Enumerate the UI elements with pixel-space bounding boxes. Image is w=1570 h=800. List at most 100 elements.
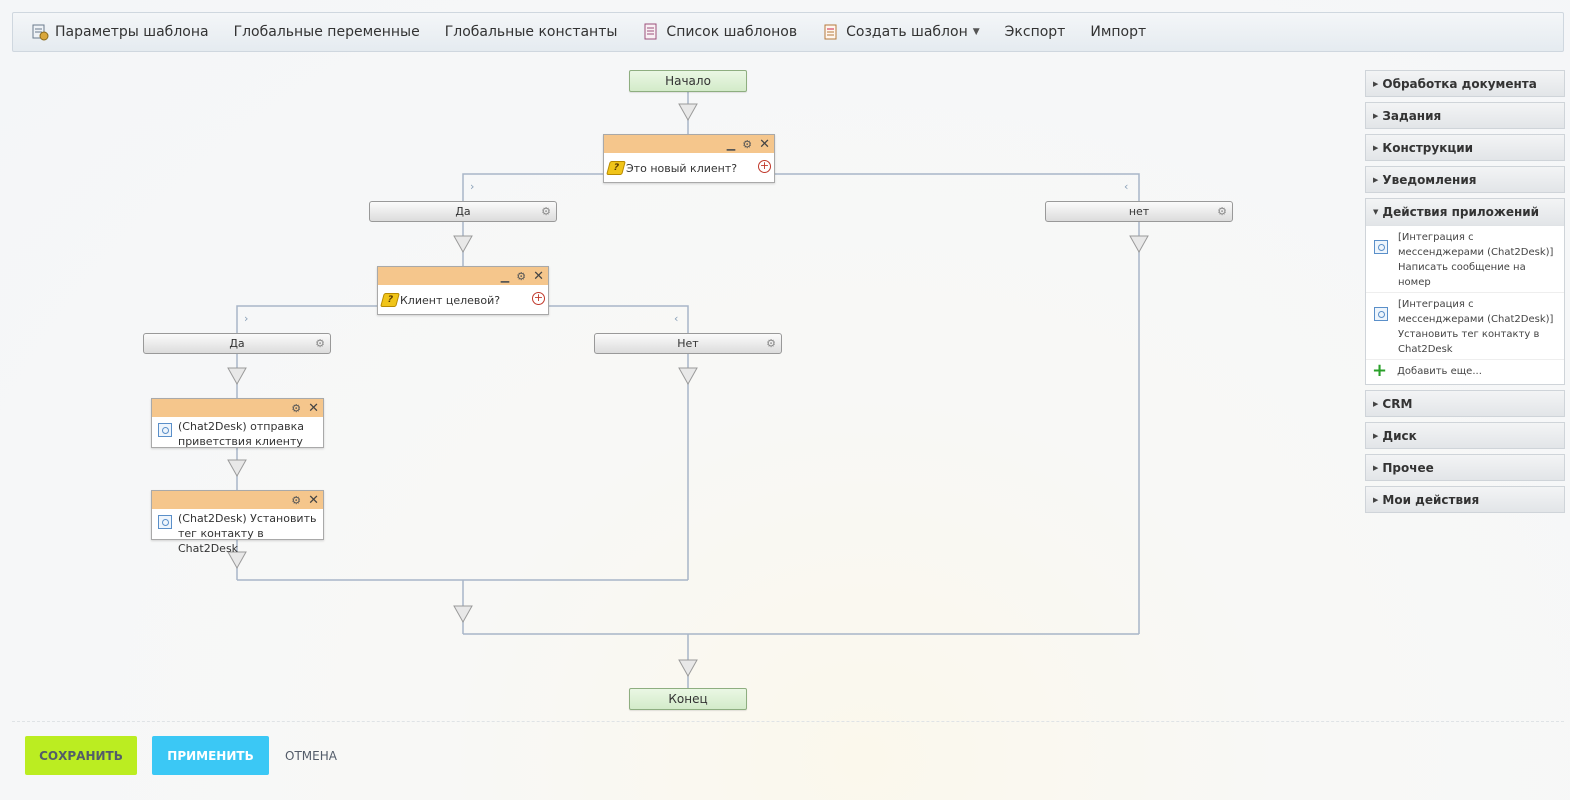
chevron-right-icon: ▶ xyxy=(1373,175,1379,184)
condition-icon: ? xyxy=(380,293,400,307)
close-icon[interactable]: ✕ xyxy=(759,136,770,152)
close-icon[interactable]: ✕ xyxy=(308,492,319,508)
end-node[interactable]: Конец xyxy=(629,688,747,710)
panel-action-label: [Интеграция с мессенджерами (Chat2Desk)]… xyxy=(1398,299,1554,355)
import-button[interactable]: Импорт xyxy=(1090,12,1146,52)
app-action-icon xyxy=(158,423,172,437)
chevron-right-icon: ▶ xyxy=(1373,399,1379,408)
add-more-label: Добавить еще... xyxy=(1397,365,1482,377)
gear-icon[interactable]: ⚙ xyxy=(742,137,753,151)
template-list-label: Список шаблонов xyxy=(666,24,798,40)
template-params-button[interactable]: Параметры шаблона xyxy=(31,12,209,52)
chevron-right-icon: ▶ xyxy=(1373,431,1379,440)
gear-icon[interactable]: ⚙ xyxy=(766,337,776,350)
global-consts-label: Глобальные константы xyxy=(444,24,618,40)
section-other[interactable]: ▶Прочее xyxy=(1365,454,1565,481)
action-label: (Chat2Desk) Установить тег контакту в Ch… xyxy=(178,512,317,555)
new-document-icon xyxy=(822,23,840,41)
condition-label: Клиент целевой? xyxy=(400,293,501,307)
section-label: Уведомления xyxy=(1382,172,1477,187)
apply-button[interactable]: ПРИМЕНИТЬ xyxy=(152,736,269,775)
template-list-button[interactable]: Список шаблонов xyxy=(642,12,797,52)
app-action-icon xyxy=(1374,307,1388,321)
section-app-actions-header[interactable]: ▼Действия приложений xyxy=(1366,199,1564,226)
section-label: Мои действия xyxy=(1382,492,1480,507)
condition-new-client[interactable]: ▁ ⚙ ✕ ? Это новый клиент? + xyxy=(603,134,775,183)
export-button[interactable]: Экспорт xyxy=(1005,12,1066,52)
add-branch-icon[interactable]: + xyxy=(532,291,545,305)
panel-action-item[interactable]: [Интеграция с мессенджерами (Chat2Desk)]… xyxy=(1366,293,1564,360)
section-app-actions: ▼Действия приложений [Интеграция с мессе… xyxy=(1365,198,1565,385)
gear-icon[interactable]: ⚙ xyxy=(291,493,302,507)
workflow-canvas: Начало ▁ ⚙ ✕ ? Это новый клиент? + › ‹ Д… xyxy=(143,70,1233,710)
app-action-icon xyxy=(1374,240,1388,254)
action-set-tag[interactable]: ⚙ ✕ (Chat2Desk) Установить тег контакту … xyxy=(151,490,324,555)
panel-action-item[interactable]: [Интеграция с мессенджерами (Chat2Desk)]… xyxy=(1366,226,1564,293)
section-label: Обработка документа xyxy=(1382,76,1537,91)
add-more-link[interactable]: + Добавить еще... xyxy=(1366,360,1564,384)
chevron-right-icon: ▶ xyxy=(1373,111,1379,120)
branch-yes-2[interactable]: Да ⚙ xyxy=(143,333,331,354)
global-vars-label: Глобальные переменные xyxy=(233,24,420,40)
close-icon[interactable]: ✕ xyxy=(308,400,319,416)
action-label: (Chat2Desk) отправка приветствия клиенту xyxy=(178,420,305,448)
activities-panel: ▶Обработка документа ▶Задания ▶Конструкц… xyxy=(1365,70,1565,518)
add-branch-icon[interactable]: + xyxy=(758,159,771,173)
gear-icon[interactable]: ⚙ xyxy=(315,337,325,350)
gear-icon[interactable]: ⚙ xyxy=(1217,205,1227,218)
condition-target-client[interactable]: ▁ ⚙ ✕ ? Клиент целевой? + xyxy=(377,266,549,315)
gear-icon[interactable]: ⚙ xyxy=(291,401,302,415)
section-label: CRM xyxy=(1382,396,1413,411)
chevron-left-icon[interactable]: ‹ xyxy=(674,312,679,325)
chevron-right-icon: ▶ xyxy=(1373,495,1379,504)
section-document-processing[interactable]: ▶Обработка документа xyxy=(1365,70,1565,97)
footer-separator xyxy=(12,721,1564,722)
condition-icon: ? xyxy=(606,161,626,175)
section-tasks[interactable]: ▶Задания xyxy=(1365,102,1565,129)
section-my-actions[interactable]: ▶Мои действия xyxy=(1365,486,1565,513)
branch-label: Да xyxy=(455,205,471,218)
connector-lines xyxy=(227,92,1149,689)
section-label: Действия приложений xyxy=(1382,205,1540,219)
chevron-right-icon[interactable]: › xyxy=(244,312,249,325)
global-vars-button[interactable]: Глобальные переменные xyxy=(234,12,420,52)
start-node[interactable]: Начало xyxy=(629,70,747,92)
branch-yes-1[interactable]: Да ⚙ xyxy=(369,201,557,222)
branch-no-2[interactable]: Нет ⚙ xyxy=(594,333,782,354)
section-constructions[interactable]: ▶Конструкции xyxy=(1365,134,1565,161)
export-label: Экспорт xyxy=(1004,24,1066,40)
activity-header: ▁ ⚙ ✕ xyxy=(378,267,548,285)
branch-label: Нет xyxy=(677,337,699,350)
section-notifications[interactable]: ▶Уведомления xyxy=(1365,166,1565,193)
gear-icon[interactable]: ⚙ xyxy=(516,269,527,283)
section-label: Конструкции xyxy=(1382,140,1474,155)
save-button[interactable]: СОХРАНИТЬ xyxy=(25,736,137,775)
chevron-left-icon[interactable]: ‹ xyxy=(1124,180,1129,193)
section-label: Диск xyxy=(1382,428,1417,443)
activity-header: ⚙ ✕ xyxy=(152,491,323,509)
template-list-icon xyxy=(642,23,660,41)
section-crm[interactable]: ▶CRM xyxy=(1365,390,1565,417)
section-label: Прочее xyxy=(1382,460,1434,475)
branch-no-1[interactable]: нет ⚙ xyxy=(1045,201,1233,222)
global-consts-button[interactable]: Глобальные константы xyxy=(445,12,618,52)
designer-toolbar: Параметры шаблона Глобальные переменные … xyxy=(12,12,1564,52)
app-action-icon xyxy=(158,515,172,529)
activity-header: ▁ ⚙ ✕ xyxy=(604,135,774,153)
chevron-down-icon: ▼ xyxy=(972,27,980,37)
template-settings-icon xyxy=(31,23,49,41)
create-template-label: Создать шаблон xyxy=(846,24,968,40)
chevron-right-icon: ▶ xyxy=(1373,143,1379,152)
chevron-right-icon[interactable]: › xyxy=(470,180,475,193)
create-template-dropdown[interactable]: Создать шаблон ▼ xyxy=(822,12,980,52)
branch-label: Да xyxy=(229,337,245,350)
minimize-icon[interactable]: ▁ xyxy=(726,137,736,151)
cancel-button[interactable]: ОТМЕНА xyxy=(285,748,337,763)
panel-action-label: [Интеграция с мессенджерами (Chat2Desk)]… xyxy=(1398,232,1554,288)
action-send-greeting[interactable]: ⚙ ✕ (Chat2Desk) отправка приветствия кли… xyxy=(151,398,324,448)
close-icon[interactable]: ✕ xyxy=(533,268,544,284)
template-params-label: Параметры шаблона xyxy=(55,24,209,40)
minimize-icon[interactable]: ▁ xyxy=(500,269,510,283)
section-disk[interactable]: ▶Диск xyxy=(1365,422,1565,449)
gear-icon[interactable]: ⚙ xyxy=(541,205,551,218)
